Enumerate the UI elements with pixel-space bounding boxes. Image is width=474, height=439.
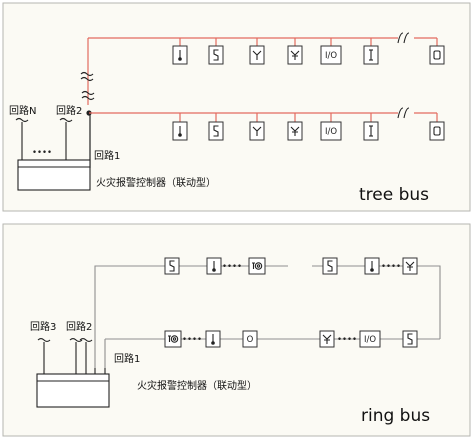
ring-bottom-devices: •••• O •••• I/O [164,330,418,348]
tree-loop-2-label: 回路2 [56,104,82,117]
ring-controller-label: 火灾报警控制器（联动型） [137,379,257,392]
io-module-label: I/O [325,127,337,137]
tree-controller-label: 火灾报警控制器（联动型） [96,176,216,189]
smoke-detector-icon [402,330,418,348]
ring-top-bus [94,265,441,368]
ring-bus-panel: •••• •••• •••• O •••• I/O 回路3 回路2 回 [2,223,471,437]
io-module-icon: I/O [320,121,342,141]
ring-dots-3: •••• [182,335,202,345]
gas-detector-icon [319,330,335,348]
ring-loop-2a-wave [69,337,83,343]
heat-detector-icon [206,257,222,275]
ring-loop-2b-wave [79,337,93,343]
heat-detector-icon [205,330,221,348]
ring-loop-3-wave [37,337,51,343]
output-module-icon [429,45,445,65]
gas-detector-icon [402,257,418,275]
tree-loop-2-wave [59,117,73,123]
tree-loop-1-label: 回路1 [94,149,120,162]
manual-call-point-icon [164,330,182,348]
ring-bus-caption: ring bus [361,406,430,426]
ring-dots-2: •••• [381,262,401,272]
ring-controller-box [36,373,110,408]
input-module-icon [363,121,379,141]
smoke-detector-icon [208,121,224,141]
output-module-label: O [247,335,254,345]
flame-detector-icon [249,121,265,141]
ring-loop-3-label: 回路3 [30,320,56,333]
heat-detector-icon [172,121,188,141]
ring-top-devices: •••• •••• [164,257,418,275]
ring-loop-2-label: 回路2 [66,320,92,333]
tree-bus-panel: I/O I/O 回路N 回路2 回路1 •••• [2,2,471,212]
smoke-detector-icon [164,257,180,275]
smoke-detector-icon [322,257,338,275]
tree-upper-devices: I/O [172,38,445,65]
tree-upper-break-icon [397,32,410,44]
io-module-icon: I/O [359,330,381,348]
ring-dots-4: •••• [337,335,357,345]
ring-loop-1-label: 回路1 [114,352,140,365]
tree-break-mark-lower [81,90,95,101]
tree-controller-box [17,159,91,191]
tree-loop-n-label: 回路N [9,104,36,117]
tree-break-mark [80,71,94,82]
input-module-icon [363,45,379,65]
output-module-icon [429,121,445,141]
tree-bus-caption: tree bus [359,185,429,205]
manual-call-point-icon [248,257,266,275]
output-module-icon: O [242,330,258,348]
tree-lower-break-icon [397,107,410,119]
tree-lower-devices: I/O [172,113,445,141]
gas-detector-icon [287,45,303,65]
ring-dots-1: •••• [222,262,242,272]
gas-detector-icon [287,121,303,141]
tree-loop-n-wave [15,117,29,123]
io-module-icon: I/O [320,45,342,65]
io-module-label: I/O [325,51,337,61]
heat-detector-icon [364,257,380,275]
io-module-label: I/O [364,335,376,345]
tree-controller-dots: •••• [32,148,52,158]
smoke-detector-icon [208,45,224,65]
flame-detector-icon [249,45,265,65]
heat-detector-icon [172,45,188,65]
